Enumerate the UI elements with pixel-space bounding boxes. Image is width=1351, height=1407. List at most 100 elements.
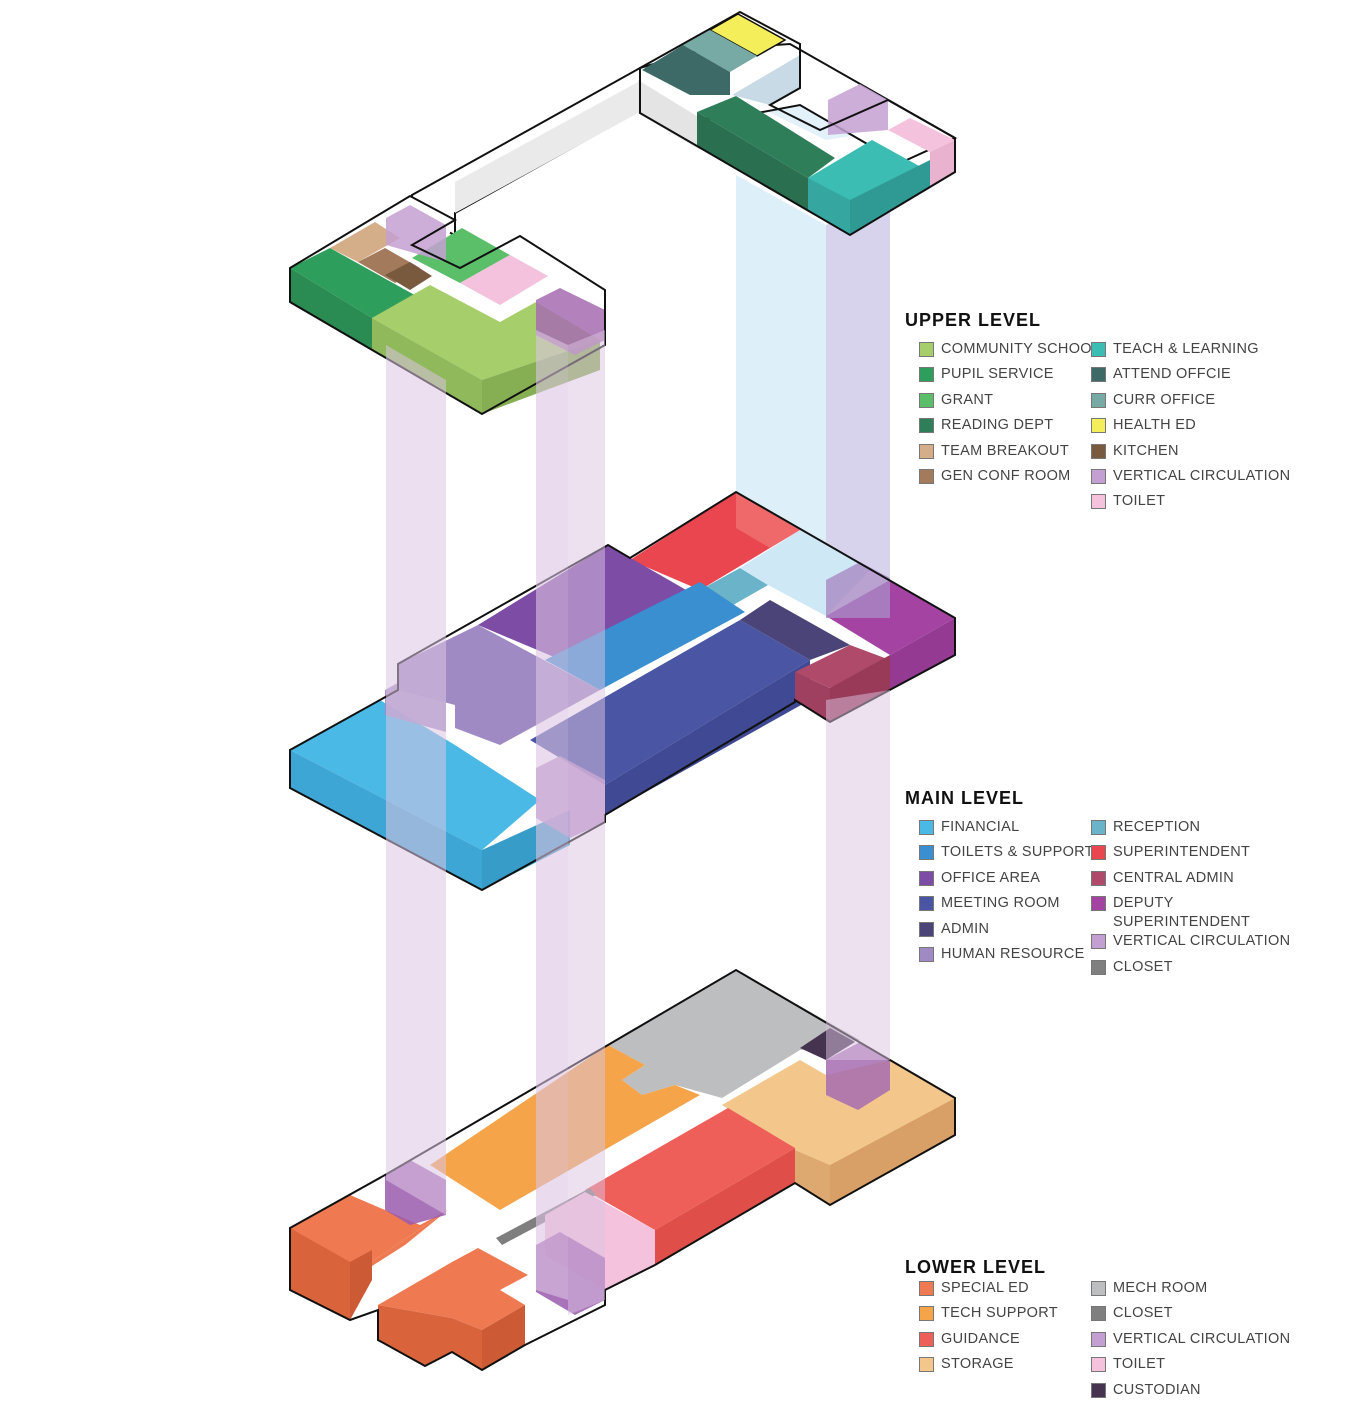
legend-label: GEN CONF ROOM <box>941 468 1071 484</box>
legend-swatch <box>919 1331 934 1347</box>
legend-swatch <box>919 367 934 383</box>
legend-label: ADMIN <box>941 920 990 937</box>
room-pupil-service-side <box>290 268 372 350</box>
legend-swatch <box>1091 896 1106 912</box>
room-special-ed-a-front <box>350 1250 372 1320</box>
room-central-admin-top <box>795 645 890 688</box>
vertical-shaft <box>826 195 890 620</box>
room-kitchen <box>385 262 432 290</box>
legend-label: CURR OFFICE <box>1113 391 1216 408</box>
legend-swatch <box>1091 342 1106 357</box>
legend-label: CLOSET <box>1113 1305 1173 1322</box>
room-special-ed-b-front <box>482 1305 525 1370</box>
legend-swatch <box>1091 820 1106 835</box>
legend-swatch <box>1091 367 1106 383</box>
legend-swatch <box>919 947 934 962</box>
legend-label: TEACH & LEARNING <box>1113 341 1259 357</box>
legend-label: CUSTODIAN <box>1113 1381 1201 1398</box>
room-meeting-room-side <box>605 660 810 815</box>
vertical-shaft <box>826 690 890 1060</box>
vertical-shaft <box>568 330 605 1315</box>
room-storage-side <box>795 1150 830 1205</box>
legend-label: VERTICAL CIRCULATION <box>1113 1330 1291 1347</box>
legend-main-title: MAIN LEVEL <box>905 788 1025 808</box>
upper-right-outline <box>639 10 956 237</box>
legend-label: DEPUTY <box>1113 895 1174 912</box>
room-attend-office <box>642 45 730 95</box>
legend-main-level: MAIN LEVEL FINANCIAL TOILETS & SUPPORT OFF… <box>905 788 1290 975</box>
legend-swatch <box>1091 1281 1106 1296</box>
legend-label: RECEPTION <box>1113 819 1201 835</box>
legend-label: MECH ROOM <box>1113 1280 1208 1296</box>
lower-level-floor <box>289 968 956 1372</box>
legend-label-line2: SUPERINTENDENT <box>1113 914 1251 931</box>
legend-label: COMMUNITY SCHOOL <box>941 341 1101 357</box>
legend-label: HEALTH ED <box>1113 417 1197 434</box>
legend-swatch <box>1091 392 1106 408</box>
room-vc-upper-left-a <box>386 205 446 262</box>
legend-swatch <box>919 870 934 886</box>
room-vc-main-right <box>826 562 890 618</box>
legend-label: PUPIL SERVICE <box>941 366 1054 383</box>
legend-label: TOILET <box>1113 1356 1166 1373</box>
legend-swatch <box>1091 959 1106 975</box>
legend-swatch <box>1091 1306 1106 1322</box>
legend-swatch <box>1091 870 1106 886</box>
legend-swatch <box>1091 418 1106 434</box>
legend-swatch <box>1091 934 1106 950</box>
legend-label: STORAGE <box>941 1356 1014 1373</box>
legend-swatch <box>1091 1357 1106 1373</box>
room-special-ed-b-top <box>378 1248 528 1330</box>
legend-swatch <box>919 392 934 408</box>
upper-corridor-side-2 <box>455 82 638 213</box>
legend-label: SUPERINTENDENT <box>1113 844 1251 861</box>
room-toilet-upper-left <box>460 255 548 305</box>
legend-upper-level: UPPER LEVEL COMMUNITY SCHOOL PUPIL SERVIC… <box>905 310 1290 510</box>
legend-upper-title: UPPER LEVEL <box>905 310 1042 330</box>
legend-swatch <box>1091 1331 1106 1347</box>
vertical-shafts-front <box>386 330 890 1315</box>
room-grant <box>412 228 510 283</box>
legend-swatch <box>1091 469 1106 484</box>
legend-label: READING DEPT <box>941 417 1054 434</box>
legend-swatch <box>1091 845 1106 861</box>
legend-label: HUMAN RESOURCE <box>941 946 1085 962</box>
room-guidance-front <box>655 1148 795 1265</box>
room-admin <box>740 600 850 660</box>
room-storage-front <box>830 1098 955 1205</box>
legend-label: KITCHEN <box>1113 442 1179 459</box>
legend-swatch <box>1091 1382 1106 1398</box>
legend-swatch <box>1091 443 1106 459</box>
room-toilet-upper <box>888 118 955 152</box>
legend-label: TOILET <box>1113 493 1166 510</box>
legend-label: CENTRAL ADMIN <box>1113 869 1234 886</box>
legend-swatch <box>919 921 934 937</box>
legend-label: FINANCIAL <box>941 819 1020 835</box>
room-pupil-service-top <box>290 248 420 318</box>
room-storage-top <box>722 1060 955 1165</box>
legend-label: OFFICE AREA <box>941 869 1041 886</box>
legend-label: SPECIAL ED <box>941 1280 1029 1296</box>
legend-label: MEETING ROOM <box>941 895 1060 912</box>
room-vertical-circulation-upper-r <box>828 84 888 135</box>
legend-swatch <box>919 896 934 912</box>
legend-label: GUIDANCE <box>941 1330 1020 1347</box>
room-teach-learning-front <box>850 160 930 235</box>
upper-corridor-side <box>638 80 700 150</box>
legend-swatch <box>919 469 934 484</box>
legend-label: TOILETS & SUPPORT <box>941 844 1094 861</box>
legend-swatch <box>919 1281 934 1296</box>
vertical-shaft <box>386 345 446 1215</box>
vertical-shaft <box>536 330 568 1300</box>
room-central-admin-side <box>795 672 830 722</box>
legend-lower-title: LOWER LEVEL <box>905 1257 1046 1277</box>
room-superintendent-light <box>736 492 800 548</box>
legend-swatch <box>1091 494 1106 510</box>
room-team-breakout <box>330 222 400 262</box>
legend-swatch <box>919 342 934 357</box>
upper-level-floor <box>289 10 958 416</box>
room-mech-room <box>608 970 860 1098</box>
room-reading-dept-side <box>697 112 808 210</box>
